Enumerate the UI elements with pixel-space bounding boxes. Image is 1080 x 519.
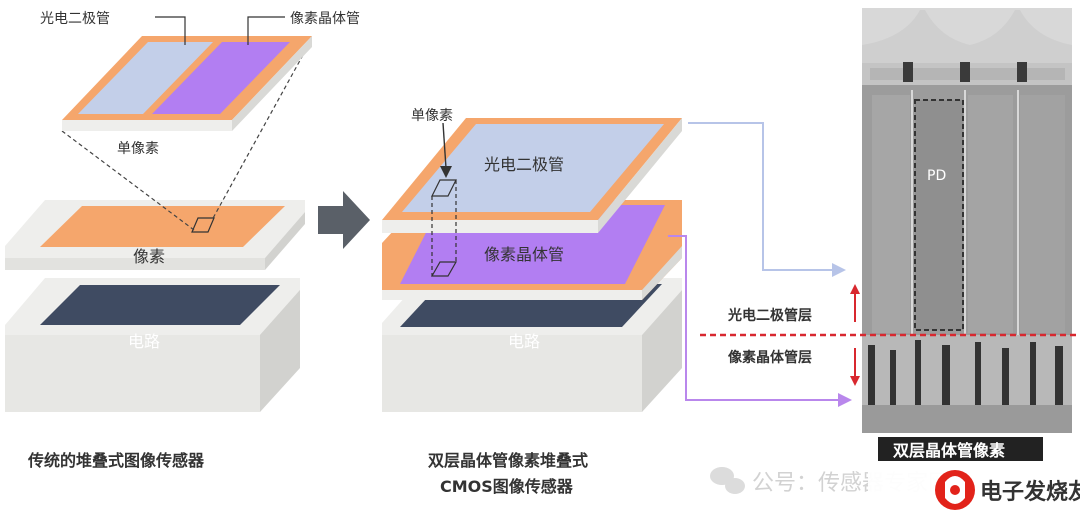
micrograph [862, 8, 1072, 433]
transistor-layer-arrowhead-icon [850, 376, 860, 386]
middle-photodiode-label: 光电二极管 [484, 155, 564, 174]
left-photodiode-label: 光电二极管 [40, 11, 110, 27]
middle-single-pixel-label: 单像素 [411, 108, 453, 124]
watermark: 公号：传感器专家网 电子发烧友 [710, 465, 1080, 517]
single-pixel-arrowhead-icon [440, 166, 452, 178]
photodiode-connector-arrowhead-icon [832, 263, 846, 277]
left-single-pixel-label: 单像素 [117, 141, 159, 157]
left-pixel-label: 像素 [133, 247, 165, 266]
photodiode-layer-arrowhead-icon [850, 284, 860, 294]
left-transistor-area [152, 42, 290, 114]
watermark-brand-text: 电子发烧友 [980, 479, 1080, 505]
transistor-connector-arrowhead-icon [838, 393, 852, 407]
left-zoom-pixel [62, 36, 312, 131]
middle-circuit-label: 电路 [508, 332, 540, 351]
middle-transistor-label: 像素晶体管 [484, 245, 564, 264]
elecfans-logo-icon [935, 470, 975, 510]
right-caption-box [878, 437, 1043, 461]
left-transistor-leader [247, 16, 285, 45]
left-stack [5, 16, 312, 412]
left-photodiode-leader [155, 16, 186, 45]
left-circuit-slab [5, 278, 300, 412]
middle-stack [382, 118, 682, 412]
single-pixel-pointer [442, 122, 447, 169]
left-photodiode-area [78, 42, 213, 114]
middle-photodiode-top [402, 124, 664, 212]
pd-label: PD [927, 168, 946, 184]
middle-single-pixel-column [430, 179, 458, 277]
left-pixel-slab [5, 200, 305, 270]
left-single-pixel-marker [191, 217, 215, 233]
transistor-layer-label: 像素晶体管层 [728, 349, 812, 366]
left-circuit-label: 电路 [128, 332, 160, 351]
photodiode-connector [688, 122, 832, 271]
middle-photodiode-layer [382, 118, 682, 233]
transition-arrow-icon [318, 191, 370, 249]
left-zoom-line-right [211, 54, 304, 221]
left-caption: 传统的堆叠式图像传感器 [27, 451, 205, 470]
middle-caption-line2: CMOS图像传感器 [440, 477, 574, 496]
photodiode-layer-label: 光电二极管层 [727, 307, 812, 324]
pd-outline [914, 99, 964, 331]
left-transistor-label: 像素晶体管 [290, 11, 360, 27]
left-pixel-top [40, 206, 285, 247]
right-caption: 双层晶体管像素 [893, 441, 1005, 460]
left-circuit-top [40, 285, 280, 325]
wechat-icon [710, 467, 745, 494]
transistor-connector [668, 235, 838, 401]
middle-caption-line1: 双层晶体管像素堆叠式 [428, 451, 588, 470]
